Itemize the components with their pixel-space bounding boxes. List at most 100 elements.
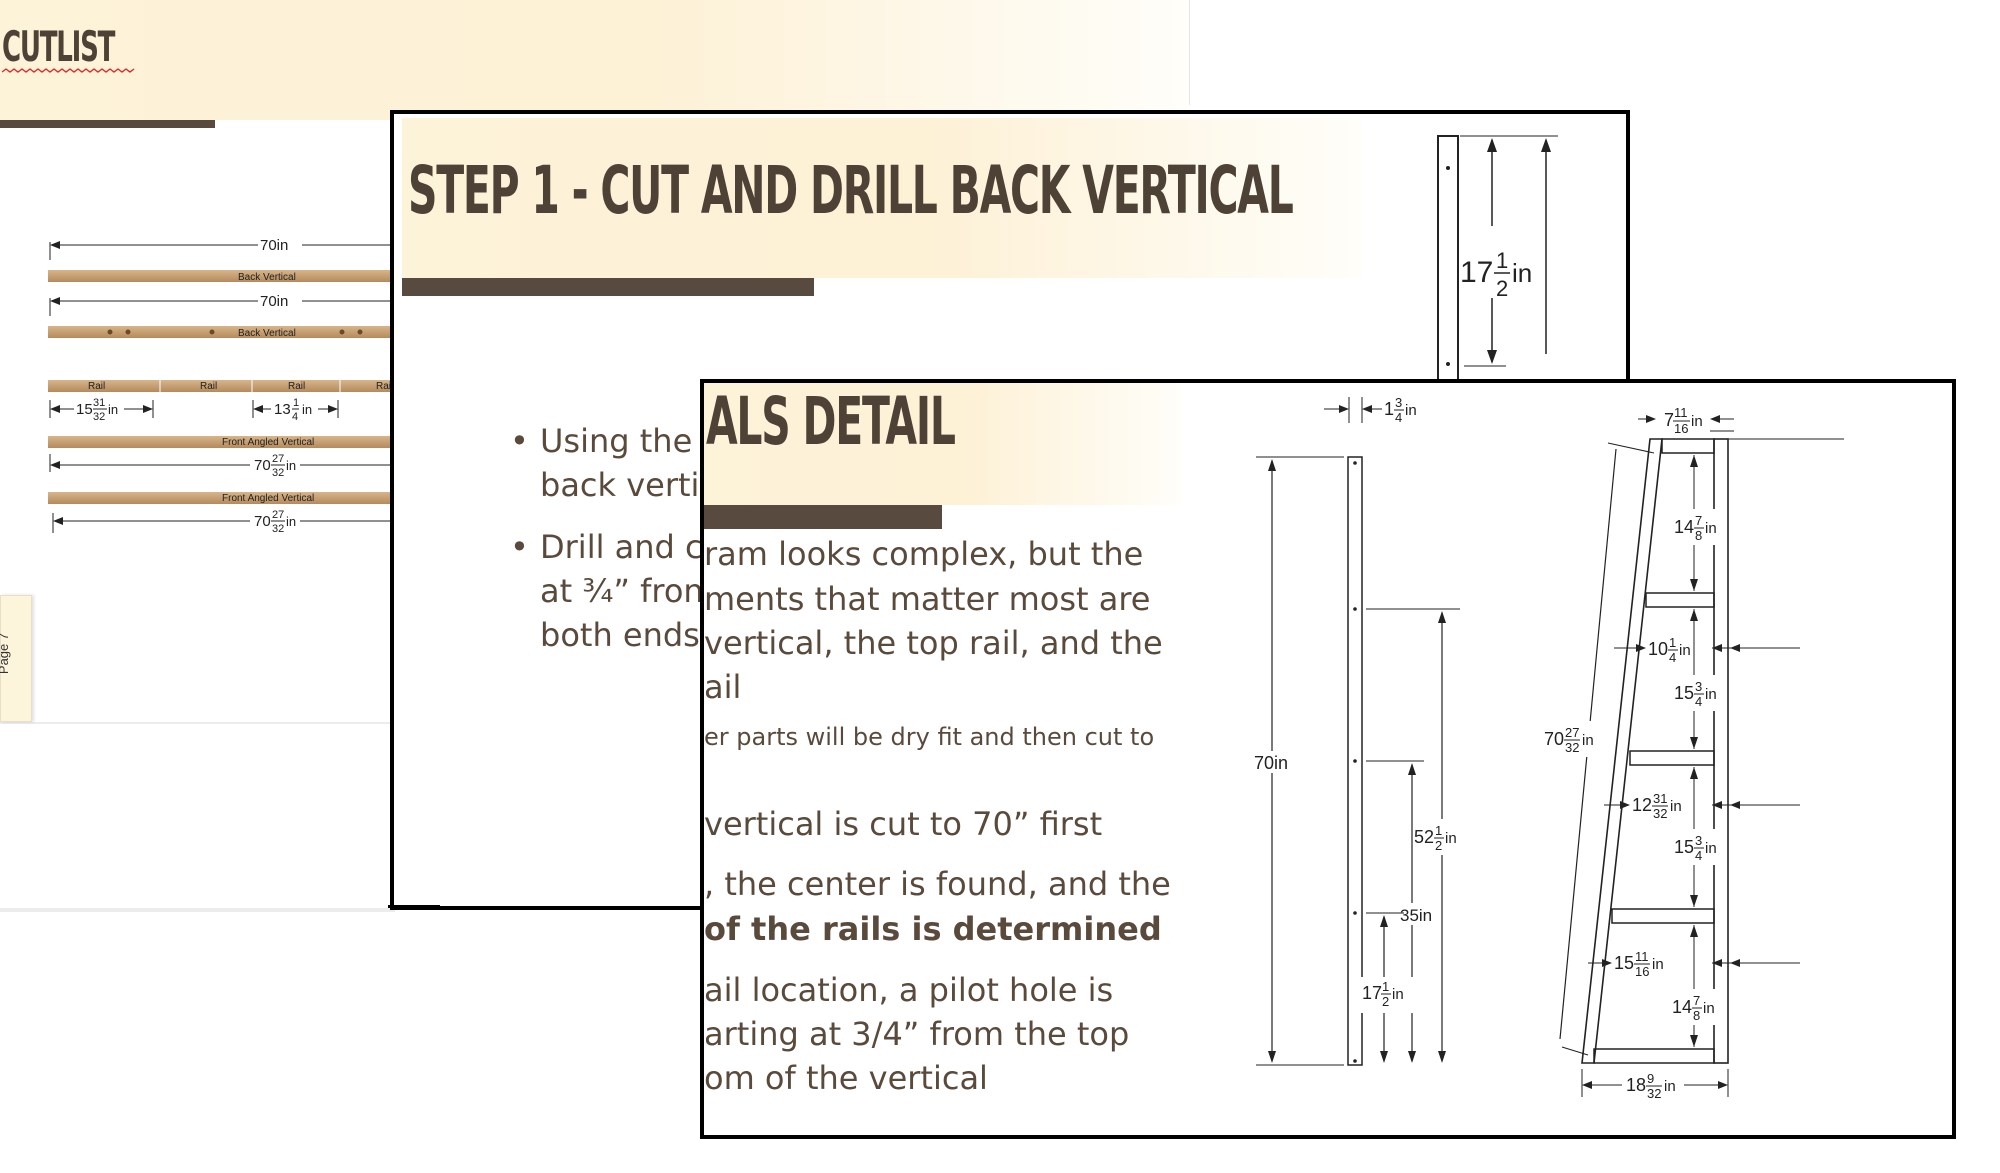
step1-title-bar	[402, 278, 814, 296]
r-s2-num: 3	[1695, 679, 1702, 694]
rail-left-num: 31	[93, 397, 105, 409]
l-top-den: 4	[1395, 410, 1402, 425]
detail-title: ALS DETAIL	[706, 383, 956, 460]
r-top-whole: 7	[1664, 410, 1674, 430]
r-bottom-whole: 18	[1626, 1075, 1646, 1095]
r-w1-whole: 10	[1648, 639, 1668, 659]
r-s3-den: 4	[1695, 848, 1702, 863]
cutlist-banner	[0, 0, 1190, 120]
detail-slide[interactable]: ALS DETAIL ram looks complex, but the me…	[700, 379, 1956, 1139]
step1-bullet-1-line-1: Using the	[540, 422, 693, 460]
step1-dim-unit: in	[1512, 258, 1532, 288]
l-d52-den: 2	[1435, 838, 1442, 853]
l-d52-num: 1	[1435, 823, 1442, 838]
rail-left-whole: 15	[76, 401, 93, 418]
detail-title-bar	[704, 505, 942, 529]
angled2-unit: in	[286, 514, 296, 529]
detail-line-10: arting at 3/4” from the top	[704, 1015, 1130, 1053]
r-w1-unit: in	[1679, 642, 1691, 659]
angled2-den: 32	[272, 523, 284, 535]
rail-left-unit: in	[108, 402, 118, 417]
detail-line-1: ram looks complex, but the	[704, 535, 1144, 573]
l-d17-whole: 17	[1362, 983, 1382, 1003]
step1-bullet-2-line-1: Drill and c	[540, 528, 703, 566]
l-top-num: 3	[1395, 395, 1402, 410]
rails-board	[48, 380, 398, 392]
angled-board-1	[48, 436, 398, 448]
detail-line-3: vertical, the top rail, and the	[704, 624, 1163, 662]
l-top-whole: 1	[1384, 399, 1394, 419]
r-s1-whole: 14	[1674, 517, 1694, 537]
r-s4-whole: 14	[1672, 997, 1692, 1017]
board2-label: Back Vertical	[238, 328, 296, 339]
detail-banner	[704, 383, 1182, 505]
rail-label-3: Rail	[288, 381, 305, 392]
r-s4-unit: in	[1703, 1000, 1715, 1017]
r-top-num: 11	[1674, 405, 1688, 420]
angled2-label: Front Angled Vertical	[222, 493, 314, 504]
r-w1-den: 4	[1669, 650, 1676, 665]
board1	[48, 270, 398, 282]
step1-bullet-1-line-2: back verti	[540, 466, 700, 504]
board1-label: Back Vertical	[238, 272, 296, 283]
l-d52-unit: in	[1445, 830, 1457, 847]
rail-right-num: 1	[293, 397, 299, 409]
l-top-unit: in	[1405, 402, 1417, 419]
page-label: Page 7	[0, 633, 12, 675]
r-w3-whole: 15	[1614, 953, 1634, 973]
detail-line-11: om of the vertical	[704, 1059, 988, 1097]
step1-bullet-2-line-2: at ¾” fron	[540, 572, 704, 610]
angled2-num: 27	[272, 509, 284, 521]
detail-line-6: vertical is cut to 70” first	[704, 805, 1103, 843]
r-w2-whole: 12	[1632, 795, 1652, 815]
l-d35: 35in	[1400, 906, 1432, 925]
r-angled-num: 27	[1565, 725, 1579, 740]
detail-line-9: ail location, a pilot hole is	[704, 971, 1114, 1009]
step1-dim-den: 2	[1496, 276, 1508, 301]
cutlist-title-bar	[0, 120, 215, 128]
r-angled-unit: in	[1582, 732, 1594, 749]
l-d17-num: 1	[1382, 979, 1389, 994]
cutlist-title: CUTLIST	[2, 22, 115, 71]
r-bottom-unit: in	[1664, 1078, 1676, 1095]
r-w3-den: 16	[1635, 964, 1649, 979]
rail-label-4: Rail	[376, 381, 393, 392]
detail-line-4: ail	[704, 668, 742, 706]
l-d17-unit: in	[1392, 986, 1404, 1003]
board2-dim: 70in	[260, 293, 288, 310]
r-s2-den: 4	[1695, 694, 1702, 709]
step1-bullet-1: Using the back verti	[510, 419, 1110, 507]
angled1-den: 32	[272, 467, 284, 479]
detail-line-2: ments that matter most are	[704, 580, 1151, 618]
r-w2-den: 32	[1653, 806, 1667, 821]
spelling-underline	[2, 68, 135, 73]
r-angled-den: 32	[1565, 740, 1579, 755]
cutlist-diagram: 70in Back Vertical 70in Back Vertical Ra…	[48, 237, 398, 535]
r-s3-whole: 15	[1674, 837, 1694, 857]
r-s1-unit: in	[1705, 520, 1717, 537]
step1-title: STEP 1 - CUT AND DRILL BACK VERTICAL	[408, 152, 1294, 229]
angled2-whole: 70	[254, 513, 271, 530]
l-overall: 70in	[1254, 753, 1288, 773]
r-s2-unit: in	[1705, 686, 1717, 703]
rail-right-unit: in	[302, 402, 312, 417]
page-bottom-edge	[0, 722, 395, 724]
r-bottom-den: 32	[1647, 1086, 1661, 1101]
board1-dim: 70in	[260, 237, 288, 254]
detail-line-8: of the rails is determined	[704, 910, 1162, 948]
step1-dim-num: 1	[1496, 248, 1508, 273]
angled1-label: Front Angled Vertical	[222, 437, 314, 448]
detail-line-7: , the center is found, and the	[704, 865, 1171, 903]
page-tab[interactable]: Page 7	[0, 595, 32, 722]
frame-stray-line	[388, 905, 440, 908]
angled-board-2	[48, 492, 398, 504]
r-s2-whole: 15	[1674, 683, 1694, 703]
r-w3-num: 11	[1635, 949, 1649, 964]
rail-left-den: 32	[93, 411, 105, 423]
r-w2-unit: in	[1670, 798, 1682, 815]
r-top-unit: in	[1691, 413, 1703, 430]
step1-banner	[402, 118, 1362, 278]
angled1-num: 27	[272, 453, 284, 465]
board2	[48, 326, 398, 338]
page-divider	[1189, 0, 1190, 105]
